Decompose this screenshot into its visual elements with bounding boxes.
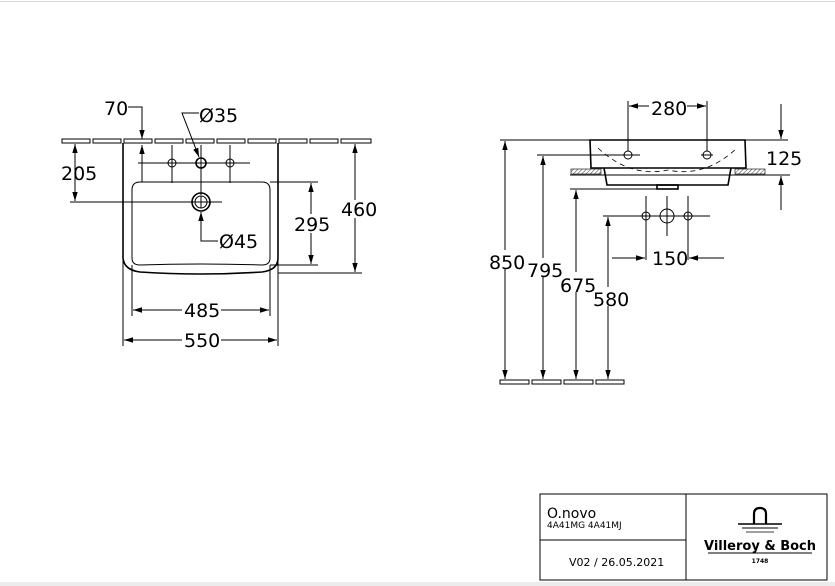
tap-hole-left [167,158,177,168]
dim-125-label: 125 [766,148,802,170]
dim-diameter-35-label: Ø35 [199,105,238,127]
basin-bowl [131,181,271,266]
dim-70-label: 70 [104,98,128,120]
tap-hole-right [225,158,235,168]
basin-outline [122,143,279,275]
product-codes: 4A41MG 4A41MJ [547,521,622,531]
dim-280-label: 280 [651,98,687,120]
dim-580-label: 580 [593,289,629,311]
brand-logo: Villeroy & Boch 1748 [704,506,816,565]
dim-205-label: 205 [61,163,97,185]
tap-hole-center [195,157,207,169]
dim-295-label: 295 [294,214,330,236]
dim-485-label: 485 [184,300,220,322]
dim-795-label: 795 [527,260,563,282]
front-view: 70 Ø35 205 Ø45 295 460 485 550 [61,98,377,352]
product-name: O.novo [547,506,596,522]
version-date: V02 / 26.05.2021 [569,556,664,569]
brand-name: Villeroy & Boch [704,539,816,554]
title-block: O.novo 4A41MG 4A41MJ V02 / 26.05.2021 Vi… [539,493,828,581]
dim-675-label: 675 [560,275,596,297]
brand-year: 1748 [752,558,769,565]
dim-150-label: 150 [652,248,688,270]
dim-diameter-45-label: Ø45 [219,231,258,253]
wall-hatch-right [734,168,766,175]
pipe-hole-center [659,208,675,224]
wall-tiles [61,138,372,144]
wall-hatch-left [570,168,602,175]
pipe-hole-right [683,211,693,221]
basin-profile [589,139,747,169]
overflow-hole-right [701,150,713,160]
side-view: 280 125 150 850 795 675 580 [489,98,802,385]
dim-850-label: 850 [489,252,525,274]
pipe-hole-left [641,211,651,221]
floor-tiles [499,379,625,385]
dim-460-label: 460 [341,199,377,221]
dim-550-label: 550 [184,330,220,352]
top-border [0,1,835,2]
bottom-strip [0,582,835,586]
drain-hole [191,192,211,212]
